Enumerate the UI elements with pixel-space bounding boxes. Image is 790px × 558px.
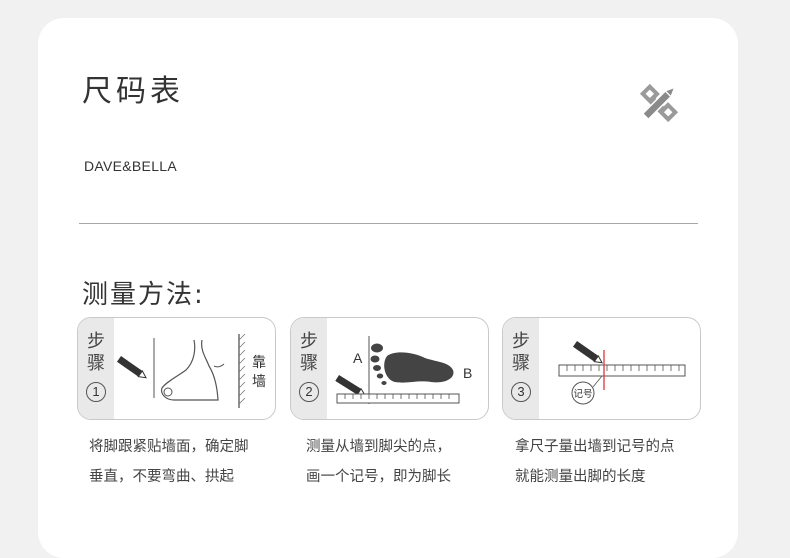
step-number-badge: 1: [86, 382, 106, 402]
description-line: 就能测量出脚的长度: [515, 469, 646, 485]
step-label: 步 骤 3: [503, 318, 539, 419]
step-label: 步 骤 2: [291, 318, 327, 419]
step-label-char: 骤: [87, 353, 105, 374]
step-label-char: 步: [512, 331, 530, 352]
step-2-description: 测量从墙到脚尖的点， 画一个记号，即为脚长: [306, 432, 506, 492]
brand-name: DAVE&BELLA: [84, 158, 178, 174]
step-label: 步 骤 1: [78, 318, 114, 419]
description-line: 垂直，不要弯曲、拱起: [89, 469, 234, 485]
step-3-description: 拿尺子量出墙到记号的点 就能测量出脚的长度: [515, 432, 715, 492]
step-label-char: 骤: [512, 353, 530, 374]
step-3-illustration: 记号: [558, 341, 686, 405]
wall-label-char: 墙: [252, 374, 266, 390]
page-title: 尺码表: [82, 74, 184, 109]
divider: [79, 223, 698, 224]
wall-label-char: 靠: [252, 355, 266, 371]
step-card-2: 步 骤 2 A B: [290, 317, 489, 420]
description-line: 拿尺子量出墙到记号的点: [515, 439, 675, 455]
description-line: 画一个记号，即为脚长: [306, 469, 451, 485]
ruler-pencil-icon: [639, 83, 679, 123]
description-line: 将脚跟紧贴墙面，确定脚: [89, 439, 249, 455]
step-label-char: 骤: [300, 353, 318, 374]
description-line: 测量从墙到脚尖的点，: [306, 439, 451, 455]
point-a-label: A: [353, 350, 363, 366]
step-number-badge: 3: [511, 382, 531, 402]
step-1-illustration: 靠 墙: [116, 333, 266, 408]
mark-callout-label: 记号: [573, 388, 592, 400]
size-chart-card: 尺码表 DAVE&BELLA 测量方法:: [38, 18, 738, 558]
step-2-illustration: A B: [335, 336, 472, 404]
step-label-char: 步: [300, 331, 318, 352]
pencil-icon: [572, 341, 603, 364]
step-number-badge: 2: [299, 382, 319, 402]
point-b-label: B: [463, 365, 472, 381]
step-label-char: 步: [87, 331, 105, 352]
step-card-1: 步 骤 1 靠 墙: [77, 317, 276, 420]
step-card-3: 步 骤 3 记号: [502, 317, 701, 420]
section-title: 测量方法:: [82, 280, 205, 310]
pencil-icon: [116, 356, 147, 379]
step-1-description: 将脚跟紧贴墙面，确定脚 垂直，不要弯曲、拱起: [89, 432, 289, 492]
